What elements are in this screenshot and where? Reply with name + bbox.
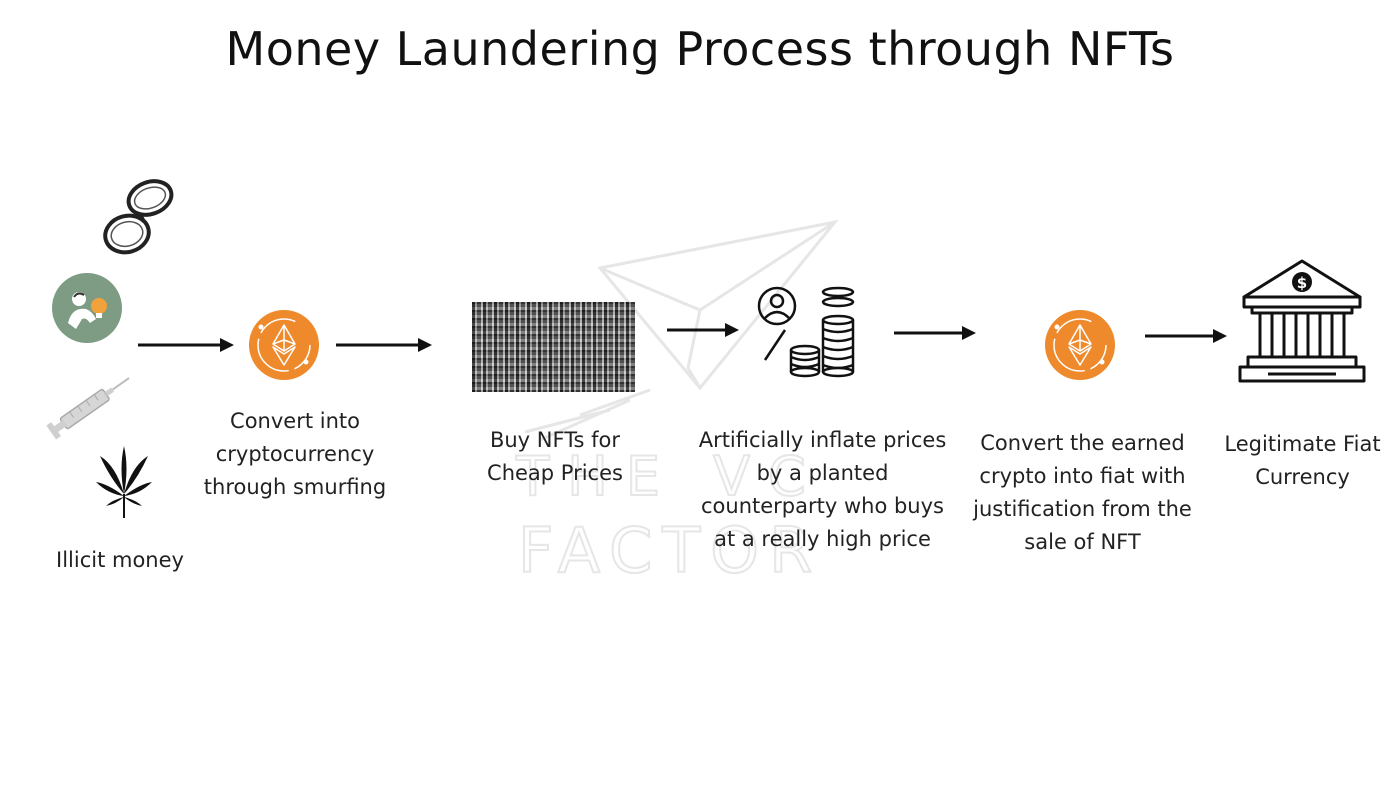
handcuffs-icon — [103, 179, 174, 255]
arrow-2 — [336, 338, 432, 352]
ethereum-coin-icon-2 — [1045, 310, 1115, 380]
svg-text:$: $ — [1297, 274, 1307, 292]
person-coins-icon — [757, 286, 855, 378]
watermark-line1: THE VC — [515, 445, 824, 508]
coin-stacks-icon — [789, 286, 855, 378]
step-label-inflate-prices: Artificially inflate prices by a planted… — [698, 428, 947, 551]
syringe-icon — [46, 377, 130, 440]
diagram-title: Money Laundering Process through NFTs — [225, 22, 1175, 76]
step-label-legitimate-fiat: Legitimate Fiat Currency — [1224, 432, 1381, 489]
arrow-5 — [1145, 329, 1227, 343]
cannabis-leaf-icon — [96, 446, 152, 518]
step-label-buy-nfts: Buy NFTs for Cheap Prices — [487, 428, 623, 485]
nft-collage-image — [472, 302, 635, 392]
watermark: THE VC FACTOR — [514, 219, 839, 588]
ethereum-coin-icon — [249, 310, 319, 380]
person-icon — [757, 286, 797, 326]
step-label-convert-fiat: Convert the earned crypto into fiat with… — [973, 431, 1192, 554]
arrow-4 — [894, 326, 976, 340]
step-label-illicit-money: Illicit money — [56, 548, 184, 572]
step-label-convert-crypto: Convert into cryptocurrency through smur… — [203, 409, 387, 499]
thief-icon — [52, 273, 122, 343]
bank-icon: $ — [1238, 259, 1366, 383]
arrow-1 — [138, 338, 234, 352]
watermark-line2: FACTOR — [518, 514, 822, 587]
arrow-3 — [667, 323, 739, 337]
